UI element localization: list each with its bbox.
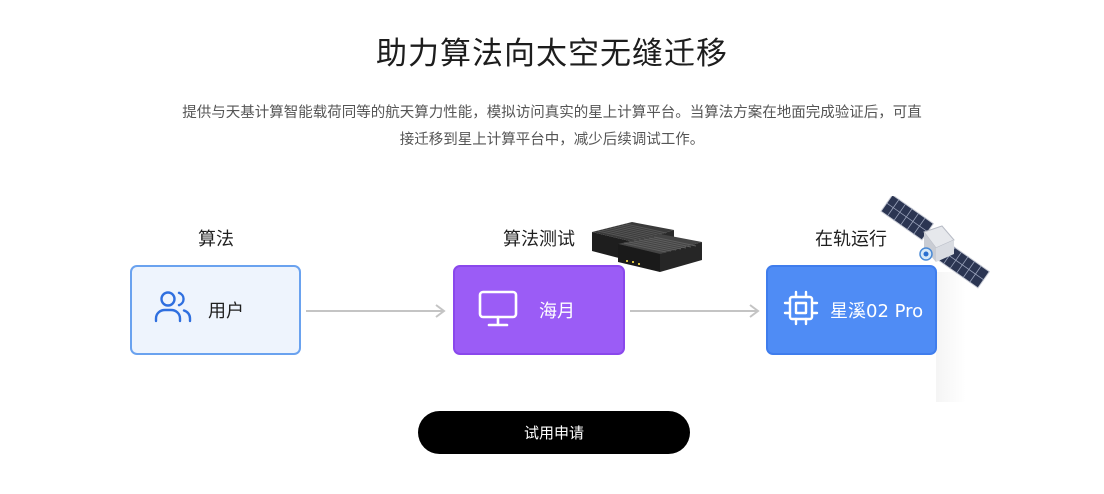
- description-line-2: 接迁移到星上计算平台中，减少后续调试工作。: [399, 132, 705, 148]
- flow-arrow-1: [306, 304, 446, 318]
- apply-trial-button[interactable]: 试用申请: [418, 411, 690, 454]
- monitor-icon: [477, 287, 519, 333]
- step-label-orbit: 在轨运行: [815, 229, 887, 250]
- satellite-image: [880, 196, 991, 289]
- flow-box-testing-label: 海月: [539, 301, 575, 322]
- satellite-shadow: [936, 272, 966, 402]
- flow-box-orbit-label: 星溪02 Pro: [830, 301, 924, 322]
- flow-box-orbit: 星溪02 Pro: [766, 265, 937, 355]
- flow-box-testing: 海月: [453, 265, 625, 355]
- step-label-testing: 算法测试: [503, 229, 575, 250]
- server-device-image: [592, 222, 702, 272]
- step-label-algorithm: 算法: [198, 229, 234, 250]
- page-title: 助力算法向太空无缝迁移: [376, 36, 728, 72]
- flow-box-user: 用户: [130, 265, 301, 355]
- description-line-1: 提供与天基计算智能载荷同等的航天算力性能，模拟访问真实的星上计算平台。当算法方案…: [182, 105, 922, 121]
- page-description: 提供与天基计算智能载荷同等的航天算力性能，模拟访问真实的星上计算平台。当算法方案…: [100, 100, 1004, 154]
- users-icon: [152, 287, 194, 333]
- flow-box-user-label: 用户: [208, 301, 244, 322]
- flow-arrow-2: [630, 304, 760, 318]
- chip-icon: [782, 289, 820, 331]
